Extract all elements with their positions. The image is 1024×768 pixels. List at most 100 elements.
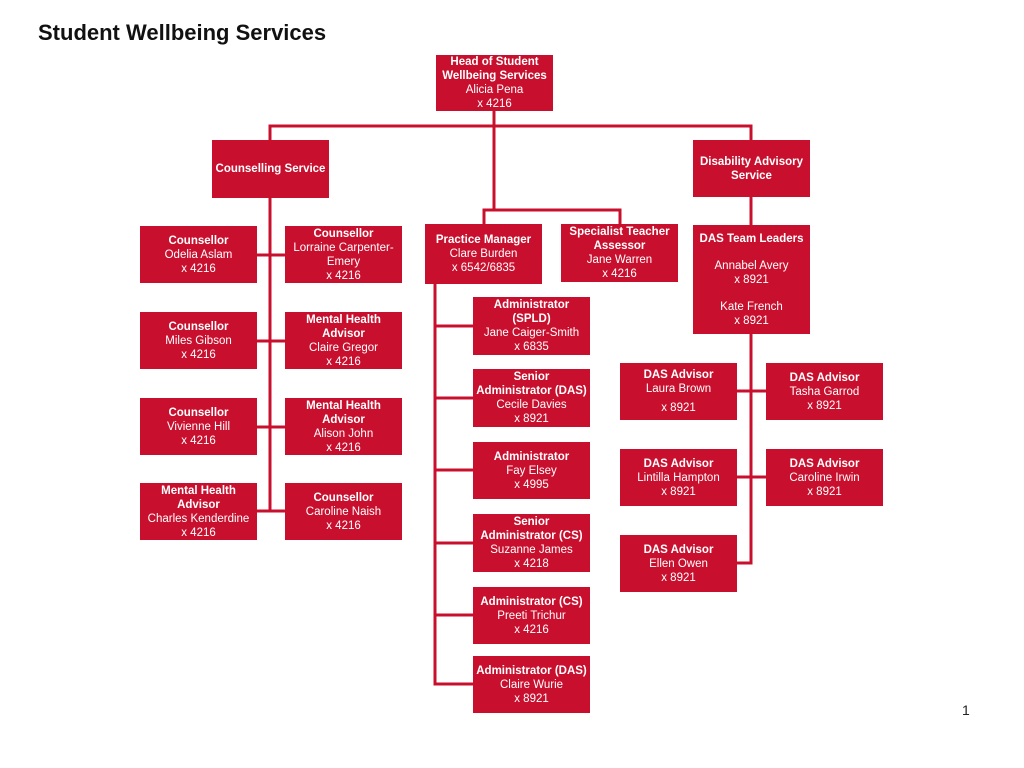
role-title: Administrator (493, 450, 570, 463)
person-name: Caroline Naish (305, 505, 382, 518)
extension: x 8921 (514, 692, 549, 705)
person-name: Suzanne James (490, 544, 573, 556)
counselling-service-box: Counselling Service (212, 140, 329, 198)
person-name: Lorraine Carpenter-Emery (293, 241, 394, 268)
page-number: 1 (962, 702, 970, 718)
extension: x 8921 (734, 274, 769, 286)
staff-box: Counsellor Miles Gibson x 4216 (140, 312, 257, 369)
staff-box: Counsellor Caroline Naish x 4216 (285, 483, 402, 540)
staff-box: Counsellor Odelia Aslam x 4216 (140, 226, 257, 283)
person-name: Claire Gregor (308, 341, 379, 354)
extension: x 8921 (661, 571, 696, 584)
role-title: Head of Student Wellbeing Services (442, 56, 547, 82)
person-name: Annabel Avery (714, 260, 789, 272)
person-name: Lintilla Hampton (637, 471, 720, 484)
role-title: Disability Advisory Service (699, 155, 804, 182)
extension: x 4216 (181, 434, 216, 447)
role-title: Counsellor (168, 406, 229, 419)
staff-box: DAS Advisor Laura Brown x 8921 (620, 363, 737, 420)
person-name: Laura Brown (645, 383, 712, 395)
staff-box: DAS Advisor Ellen Owen x 8921 (620, 535, 737, 592)
role-title: Administrator (SPLD) (493, 299, 570, 325)
extension: x 4216 (514, 623, 549, 636)
person-name: Odelia Aslam (164, 248, 233, 261)
extension: x 4216 (181, 526, 216, 539)
person-name: Alicia Pena (465, 84, 524, 96)
extension: x 4216 (326, 519, 361, 532)
page-title: Student Wellbeing Services (38, 20, 327, 45)
role-title: Administrator (CS) (480, 595, 583, 608)
staff-box: Senior Administrator (DAS) Cecile Davies… (473, 369, 590, 427)
person-name: Alison John (313, 427, 374, 440)
role-title: Mental Health Advisor (161, 484, 236, 511)
head-of-student-wellbeing-box: Head of Student Wellbeing Services Alici… (436, 55, 553, 111)
staff-box: Mental Health Advisor Claire Gregor x 42… (285, 312, 402, 369)
staff-box: Mental Health Advisor Alison John x 4216 (285, 398, 402, 455)
specialist-teacher-assessor-box: Specialist Teacher Assessor Jane Warren … (561, 224, 678, 282)
person-name: Caroline Irwin (789, 471, 860, 484)
role-title: Mental Health Advisor (306, 399, 381, 426)
staff-box: Counsellor Lorraine Carpenter-Emery x 42… (285, 226, 402, 283)
role-title: Counsellor (313, 227, 374, 240)
role-title: DAS Advisor (789, 457, 860, 470)
extension: x 8921 (807, 399, 842, 412)
role-title: Practice Manager (435, 234, 532, 246)
staff-box: Administrator (DAS) Claire Wurie x 8921 (473, 656, 590, 713)
staff-box: Administrator Fay Elsey x 4995 (473, 442, 590, 499)
extension: x 6542/6835 (451, 262, 516, 274)
role-title: Senior Administrator (CS) (480, 516, 583, 542)
staff-box: Administrator (CS) Preeti Trichur x 4216 (473, 587, 590, 644)
extension: x 4216 (326, 269, 361, 282)
staff-box: DAS Advisor Tasha Garrod x 8921 (766, 363, 883, 420)
extension: x 4216 (181, 348, 216, 361)
extension: x 4216 (602, 268, 637, 280)
staff-box: DAS Advisor Caroline Irwin x 8921 (766, 449, 883, 506)
extension: x 4216 (326, 441, 361, 454)
person-name: Ellen Owen (649, 557, 708, 570)
extension: x 8921 (514, 413, 549, 425)
extension: x 4216 (326, 355, 361, 368)
staff-box: DAS Advisor Lintilla Hampton x 8921 (620, 449, 737, 506)
person-name: Preeti Trichur (497, 609, 566, 622)
person-name: Clare Burden (449, 248, 518, 260)
person-name: Fay Elsey (506, 464, 557, 477)
extension: x 4216 (477, 98, 512, 110)
staff-box: Senior Administrator (CS) Suzanne James … (473, 514, 590, 572)
extension: x 8921 (661, 485, 696, 498)
disability-advisory-service-box: Disability Advisory Service (693, 140, 810, 197)
person-name: Cecile Davies (496, 399, 567, 411)
extension: x 8921 (807, 485, 842, 498)
person-name: Charles Kenderdine (147, 512, 250, 525)
person-name: Vivienne Hill (166, 420, 231, 433)
role-title: Counselling Service (215, 163, 326, 175)
role-title: DAS Advisor (643, 457, 714, 470)
practice-manager-box: Practice Manager Clare Burden x 6542/683… (425, 224, 542, 284)
person-name: Miles Gibson (165, 334, 232, 347)
staff-box: Administrator (SPLD) Jane Caiger-Smith x… (473, 297, 590, 355)
extension: x 8921 (661, 402, 696, 414)
das-team-leaders-box: DAS Team Leaders Annabel Avery x 8921 Ka… (693, 225, 810, 334)
staff-box: Counsellor Vivienne Hill x 4216 (140, 398, 257, 455)
person-name: Jane Warren (586, 254, 653, 266)
person-name: Tasha Garrod (789, 385, 860, 398)
person-name: Claire Wurie (499, 678, 564, 691)
role-title: Mental Health Advisor (306, 313, 381, 340)
person-name: Jane Caiger-Smith (483, 327, 580, 339)
role-title: Counsellor (168, 234, 229, 247)
role-title: Counsellor (168, 320, 229, 333)
role-title: DAS Advisor (643, 543, 714, 556)
role-title: DAS Advisor (789, 371, 860, 384)
staff-box: Mental Health Advisor Charles Kenderdine… (140, 483, 257, 540)
extension: x 4995 (514, 478, 549, 491)
extension: x 6835 (514, 341, 549, 353)
role-title: Senior Administrator (DAS) (476, 371, 587, 397)
role-title: Specialist Teacher Assessor (569, 226, 670, 252)
extension: x 4218 (514, 558, 549, 570)
extension: x 4216 (181, 262, 216, 275)
role-title: Administrator (DAS) (476, 664, 587, 677)
role-title: Counsellor (313, 491, 374, 504)
role-title: DAS Advisor (643, 369, 714, 381)
extension: x 8921 (734, 315, 769, 327)
person-name: Kate French (720, 301, 783, 313)
